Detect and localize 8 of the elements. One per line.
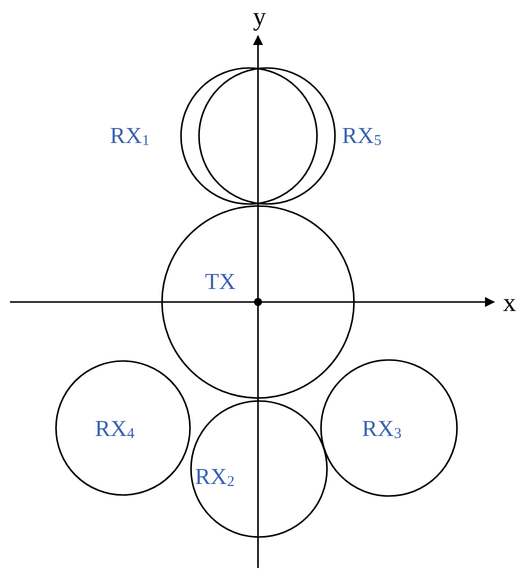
circle-label: RX$_{4}$ <box>95 417 134 442</box>
axis-label: x <box>503 290 516 316</box>
circle-label: RX$_{2}$ <box>195 465 234 490</box>
circle-label: RX$_{5}$ <box>342 124 382 149</box>
circle-label: TX <box>205 270 236 293</box>
circle-label: RX$_{3}$ <box>362 417 402 442</box>
circle-label: RX$_{1}$ <box>110 124 150 149</box>
axis-label: y <box>253 4 266 30</box>
